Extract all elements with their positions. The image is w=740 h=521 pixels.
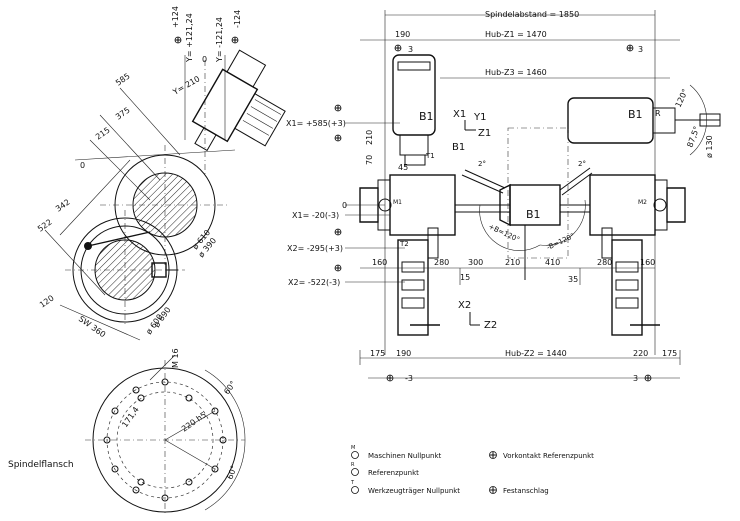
hub-z3: Hub-Z3 = 1460 bbox=[485, 68, 547, 77]
zero-label: 0 bbox=[342, 201, 347, 210]
hub-z1: Hub-Z1 = 1470 bbox=[485, 30, 547, 39]
legend-text-4: Festanschlag bbox=[503, 487, 549, 495]
cross-marker-x2 bbox=[334, 228, 342, 236]
cross-marker-top-left bbox=[394, 44, 402, 52]
row2-175-left: 175 bbox=[370, 349, 385, 358]
legend: M Maschinen Nullpunkt R Referenzpunkt T … bbox=[350, 445, 594, 495]
svg-text:T: T bbox=[350, 480, 355, 486]
top-3-left: 3 bbox=[408, 45, 413, 54]
d35: 35 bbox=[568, 275, 578, 284]
legend-item-tool-zero: T Werkzeugträger Nullpunkt bbox=[350, 480, 460, 495]
b-right: -B=120° bbox=[545, 232, 575, 252]
row2-175-right: 175 bbox=[662, 349, 677, 358]
bottom-280-left: 280 bbox=[434, 258, 449, 267]
v70: 70 bbox=[365, 155, 374, 165]
cross-marker-top-1 bbox=[174, 36, 182, 44]
flange-angle-top: 60° bbox=[222, 379, 238, 396]
x1m-label: X1= -20(-3) bbox=[292, 211, 339, 220]
axis-z2: Z2 bbox=[484, 320, 497, 331]
flange-220: 220 h5 bbox=[180, 410, 208, 433]
cross-marker-x2b bbox=[334, 264, 342, 272]
legend-item-machine-zero: M Maschinen Nullpunkt bbox=[351, 445, 442, 460]
dim-0: 0 bbox=[80, 161, 85, 170]
bottom-300: 300 bbox=[468, 258, 483, 267]
m2-label: M2 bbox=[638, 199, 647, 206]
dim-375: 375 bbox=[114, 106, 132, 122]
ang-120: 120° bbox=[674, 88, 690, 109]
cross-marker-top-2 bbox=[231, 36, 239, 44]
dim-120: 120 bbox=[38, 294, 56, 310]
legend-text-1: Referenzpunkt bbox=[368, 469, 419, 477]
b1-right: B1 bbox=[628, 108, 643, 121]
r-marker: R bbox=[655, 109, 661, 118]
ang-2-left: 2° bbox=[478, 160, 486, 168]
minus3-left: -3 bbox=[405, 374, 413, 383]
y210-label: Y= 210 bbox=[171, 74, 202, 97]
row2-190: 190 bbox=[396, 349, 411, 358]
axis-x2: X2 bbox=[458, 300, 471, 311]
main-front-view: Spindelabstand = 1850 190 Hub-Z1 = 1470 … bbox=[286, 10, 721, 383]
row2-220: 220 bbox=[633, 349, 648, 358]
x2-label: X2= -295(+3) bbox=[287, 244, 343, 253]
y-minus-label: Y= -121,24 bbox=[215, 17, 224, 63]
v45: 45 bbox=[398, 163, 408, 172]
x1-label: X1= +585(+3) bbox=[286, 119, 346, 128]
cross-marker-x1b bbox=[334, 134, 342, 142]
flange-m16: M 16 bbox=[171, 348, 180, 368]
bottom-160-right: 160 bbox=[640, 258, 655, 267]
v210: 210 bbox=[365, 130, 374, 145]
flange-angle-bottom: 60° bbox=[225, 464, 238, 480]
flange-171: 171,4 bbox=[120, 405, 141, 429]
y-plus-124: +124 bbox=[171, 6, 180, 28]
svg-text:M: M bbox=[351, 445, 355, 451]
bottom-280-right: 280 bbox=[597, 258, 612, 267]
dim-215: 215 bbox=[94, 126, 112, 142]
axis-b1: B1 bbox=[452, 142, 465, 153]
y-plus-label: Y= +121,24 bbox=[185, 13, 194, 63]
sw-360: SW 360 bbox=[77, 314, 107, 339]
axis-x1: X1 bbox=[453, 109, 466, 120]
legend-text-2: Werkzeugträger Nullpunkt bbox=[368, 487, 460, 495]
top-190: 190 bbox=[395, 30, 410, 39]
cross-marker-bottom-left bbox=[386, 374, 394, 382]
dim-522: 522 bbox=[36, 218, 54, 234]
dia-130: ø 130 bbox=[705, 135, 714, 158]
b-left: +B=120° bbox=[487, 223, 521, 244]
d15: 15 bbox=[460, 273, 470, 282]
cross-marker-bottom-right bbox=[644, 374, 652, 382]
b1-left: B1 bbox=[419, 110, 434, 123]
axis-z1: Z1 bbox=[478, 128, 491, 139]
y0-label: 0 bbox=[202, 55, 207, 64]
spindle-flange: M 16 60° 60° 171,4 220 h5 Spindelflansch bbox=[8, 348, 246, 515]
hub-z2: Hub-Z2 = 1440 bbox=[505, 349, 567, 358]
top-3-right: 3 bbox=[638, 45, 643, 54]
t1-label: T1 bbox=[425, 152, 435, 160]
legend-item-precontact: Vorkontakt Referenzpunkt bbox=[489, 451, 594, 460]
dim-585: 585 bbox=[114, 72, 132, 88]
x2m-label: X2= -522(-3) bbox=[288, 278, 340, 287]
legend-text-0: Maschinen Nullpunkt bbox=[368, 452, 442, 460]
t2-label: T2 bbox=[399, 240, 409, 248]
legend-item-hardstop: Festanschlag bbox=[489, 486, 549, 495]
flange-title: Spindelflansch bbox=[8, 460, 74, 470]
ang-2-right: 2° bbox=[578, 160, 586, 168]
svg-text:R: R bbox=[351, 462, 355, 468]
dim-342: 342 bbox=[54, 198, 72, 214]
bottom-410: 410 bbox=[545, 258, 560, 267]
axis-y1: Y1 bbox=[473, 112, 486, 123]
minus3-right: 3 bbox=[633, 374, 638, 383]
legend-item-reference: R Referenzpunkt bbox=[351, 462, 419, 477]
flange-holes bbox=[103, 378, 227, 502]
y-minus-124: -124 bbox=[233, 10, 242, 28]
spindelabstand: Spindelabstand = 1850 bbox=[485, 10, 579, 19]
cross-marker-x1 bbox=[334, 104, 342, 112]
cross-marker-top-right bbox=[626, 44, 634, 52]
b1-center: B1 bbox=[526, 208, 541, 221]
m1-label: M1 bbox=[393, 199, 402, 206]
legend-text-3: Vorkontakt Referenzpunkt bbox=[503, 452, 594, 460]
left-side-view: Y= +121,24 +124 Y= -121,24 -124 0 Y= 210 bbox=[36, 6, 286, 341]
bottom-160-left: 160 bbox=[372, 258, 387, 267]
bottom-210: 210 bbox=[505, 258, 520, 267]
